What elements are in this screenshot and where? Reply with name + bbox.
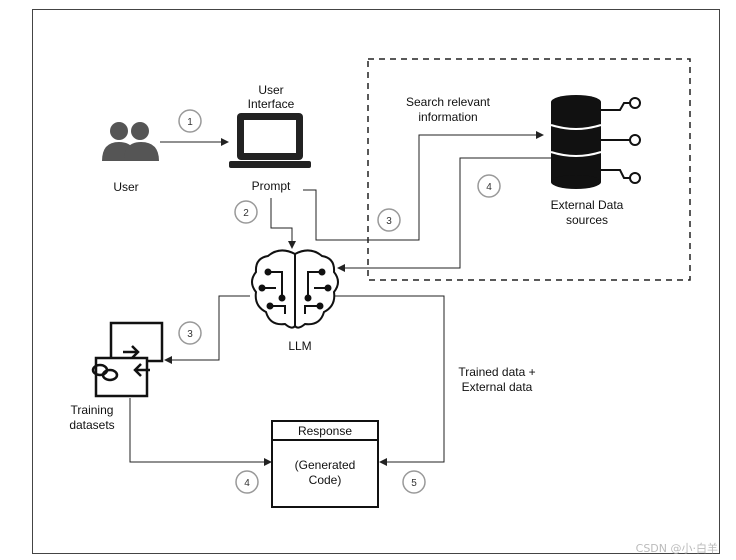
arrow-training-to-response (129, 398, 272, 466)
prompt-label: Prompt (252, 179, 291, 193)
search-label-2: information (418, 110, 477, 124)
step-badge: 3 (178, 321, 202, 345)
arrow-external-to-llm (337, 157, 555, 272)
step-badge: 3 (377, 208, 401, 232)
response-text-1: (Generated (295, 458, 356, 472)
svg-text:2: 2 (243, 208, 249, 219)
interface-label-2: Interface (248, 97, 295, 111)
training-label-2: datasets (69, 418, 114, 432)
laptop-icon (229, 113, 311, 168)
step-badge: 2 (234, 200, 258, 224)
step-badge: 1 (178, 109, 202, 133)
svg-text:3: 3 (187, 329, 193, 340)
trained-label-1: Trained data + (458, 365, 535, 379)
training-datasets-icon (91, 321, 164, 398)
arrow-prompt-to-llm (270, 198, 296, 249)
watermark: CSDN @小·白羊 (635, 542, 718, 555)
arrow-llm-to-training (164, 295, 250, 364)
svg-text:5: 5 (411, 478, 417, 489)
training-label-1: Training (71, 403, 114, 417)
interface-label-1: User (258, 83, 283, 97)
user-label: User (113, 180, 138, 194)
step-badge: 5 (402, 470, 426, 494)
response-box (271, 420, 379, 508)
external-data-region (367, 58, 691, 281)
svg-text:4: 4 (244, 478, 250, 489)
svg-text:4: 4 (486, 182, 492, 193)
step-badge: 4 (235, 470, 259, 494)
response-text-2: Code) (309, 473, 342, 487)
svg-text:3: 3 (386, 216, 392, 227)
brain-icon (251, 249, 339, 329)
database-icon (550, 95, 641, 189)
arrow-prompt-to-external (303, 131, 544, 241)
arrow-llm-to-response (335, 295, 445, 466)
llm-label: LLM (288, 339, 311, 353)
user-group-icon (102, 122, 159, 161)
external-label-2: sources (566, 213, 608, 227)
search-label-1: Search relevant (406, 95, 491, 109)
response-header: Response (298, 424, 352, 438)
svg-text:1: 1 (187, 117, 193, 128)
external-label-1: External Data (551, 198, 624, 212)
trained-label-2: External data (462, 380, 533, 394)
step-badge: 4 (477, 174, 501, 198)
